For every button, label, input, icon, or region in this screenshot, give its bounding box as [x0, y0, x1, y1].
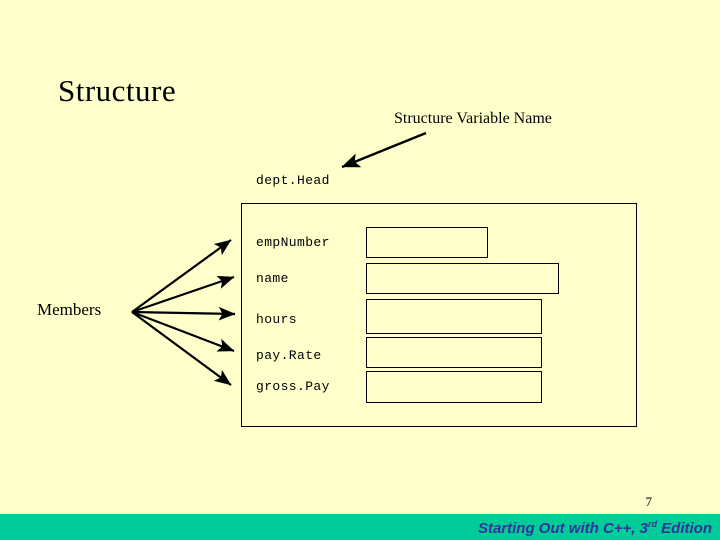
- member-row: empNumber: [0, 0, 720, 258]
- structure-variable-identifier: dept.Head: [256, 173, 330, 188]
- footer-attribution: Starting Out with C++, 3rd Edition: [478, 519, 712, 537]
- member-value-box: [366, 263, 559, 294]
- member-label: hours: [256, 312, 298, 327]
- member-label: empNumber: [256, 235, 330, 250]
- arrow-to-member-empnumber: [131, 239, 232, 313]
- arrow-to-member-name: [131, 275, 235, 314]
- footer-edition-ordinal: rd: [648, 519, 657, 529]
- member-value-box: [366, 299, 542, 334]
- footer-book-title: Starting Out with C++, 3: [477, 520, 648, 537]
- footer-bar: [0, 514, 720, 540]
- footer-edition-suffix: Edition: [657, 520, 712, 537]
- member-label: gross.Pay: [256, 379, 330, 394]
- structure-variable-name-annotation: Structure Variable Name: [394, 110, 552, 127]
- structure-outer-box: [241, 203, 637, 427]
- arrow-to-structure-variable: [341, 131, 427, 169]
- member-row: pay.Rate: [0, 0, 720, 368]
- member-row: hours: [0, 0, 720, 334]
- arrow-to-member-hours: [131, 306, 236, 321]
- member-row: name: [0, 0, 720, 294]
- arrow-to-member-payrate: [131, 310, 235, 353]
- page-number: 7: [645, 494, 653, 509]
- member-value-box: [366, 371, 542, 403]
- member-label: pay.Rate: [256, 348, 322, 363]
- arrow-to-member-grosspay: [131, 311, 232, 386]
- member-label: name: [256, 271, 289, 286]
- member-value-box: [366, 227, 488, 258]
- member-value-box: [366, 337, 542, 368]
- member-row: gross.Pay: [0, 0, 720, 403]
- page-title: Structure: [58, 73, 177, 108]
- members-annotation: Members: [37, 300, 102, 319]
